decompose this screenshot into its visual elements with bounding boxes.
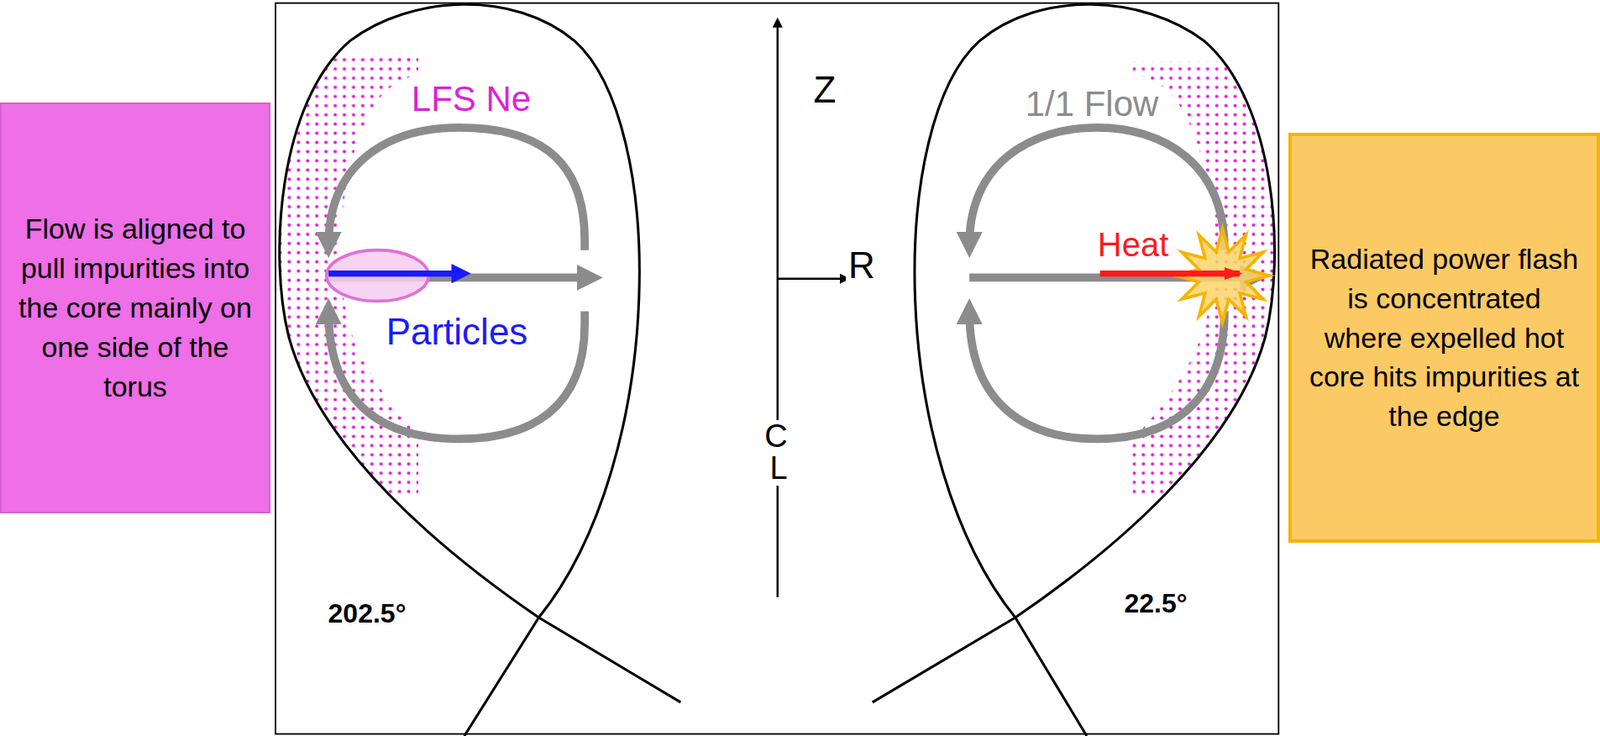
toroidal-angle: 22.5° [1121,589,1190,619]
frame [275,3,1279,735]
heat-arrow [1100,270,1240,277]
centerline-symbol: C [761,419,790,454]
callout-box: Flow is aligned to pull impurities into … [0,102,271,514]
axis-label: R [845,246,878,285]
species-label: LFS Ne [409,80,534,118]
heat-label: Heat [1095,226,1172,263]
neon-dots [279,4,640,618]
flux-surface [279,4,1275,736]
particle-arrow [328,270,462,277]
callout-box: Radiated power flash is concentrated whe… [1288,132,1600,543]
callout-text: Radiated power flash is concentrated whe… [1305,239,1584,437]
heat-arrowhead [1224,267,1244,280]
axes [777,22,845,598]
callout-text: Flow is aligned to pull impurities into … [13,209,258,407]
toroidal-angle: 202.5° [325,599,410,629]
axis-label: Z [811,70,840,110]
flow-arrows [328,127,1254,440]
neon-dots [914,4,1275,618]
particles-label: Particles [383,312,531,352]
centerline-symbol: L [766,451,790,486]
flow-label: 1/1 Flow [1022,85,1162,123]
